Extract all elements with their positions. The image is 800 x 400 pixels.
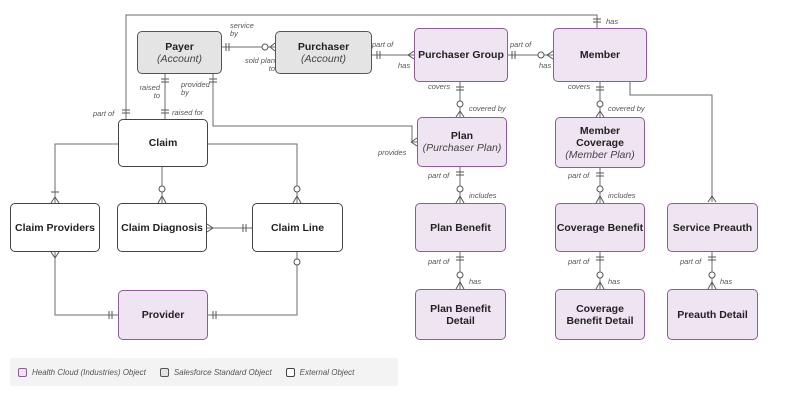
member-entity[interactable]: Member [553, 28, 647, 82]
plan-entity[interactable]: Plan (Purchaser Plan) [417, 117, 507, 167]
preauth-detail-label: Preauth Detail [677, 308, 748, 321]
member-coverage-sub: (Member Plan) [565, 148, 635, 161]
rel-coverage-part-of: part of [568, 171, 590, 180]
purchaser-label: Purchaser [297, 40, 350, 53]
rel-group-part-of: part of [510, 40, 532, 49]
rel-raised-to: raised to [139, 83, 160, 100]
coverage-benefit-detail-label: Coverage Benefit Detail [566, 302, 634, 327]
service-preauth-entity[interactable]: Service Preauth [667, 203, 758, 252]
claim-entity[interactable]: Claim [118, 119, 208, 167]
preauth-detail-entity[interactable]: Preauth Detail [667, 289, 758, 340]
rel-purchaser-group-has: has [398, 61, 411, 70]
salesforce-standard-swatch [159, 367, 169, 377]
rel-covers-plan: covers [428, 82, 451, 91]
rel-covered-by-member: covered by [608, 104, 645, 113]
service-preauth-label: Service Preauth [672, 221, 753, 234]
plan-benefit-entity[interactable]: Plan Benefit [415, 203, 506, 252]
claim-diagnosis-entity[interactable]: Claim Diagnosis [117, 203, 207, 252]
payer-sub: (Account) [157, 52, 202, 65]
legend-external-label: External Object [299, 367, 355, 377]
rel-plan-part-of: part of [428, 171, 450, 180]
purchaser-sub: (Account) [301, 52, 346, 65]
rel-cov-benefit-has: has [608, 277, 621, 286]
purchaser-entity[interactable]: Purchaser (Account) [275, 31, 372, 74]
coverage-benefit-label: Coverage Benefit [556, 221, 644, 234]
claim-providers-label: Claim Providers [15, 221, 95, 234]
provider-entity[interactable]: Provider [118, 290, 208, 340]
rel-preauth-has: has [720, 277, 733, 286]
rel-covered-by-plan: covered by [469, 104, 506, 113]
plan-label: Plan [450, 130, 474, 142]
claim-providers-entity[interactable]: Claim Providers [10, 203, 100, 252]
claim-line-label: Claim Line [270, 221, 325, 234]
rel-raised-for: raised for [172, 108, 204, 117]
legend-item-health-cloud: Health Cloud (Industries) Object [18, 367, 146, 377]
legend-health-cloud-label: Health Cloud (Industries) Object [32, 367, 146, 377]
rel-claim-part-of: part of [93, 109, 115, 118]
rel-preauth-part-of: part of [680, 257, 702, 266]
member-coverage-entity[interactable]: Member Coverage (Member Plan) [555, 117, 645, 168]
rel-provided-by: provided by [181, 80, 210, 97]
purchaser-group-entity[interactable]: Purchaser Group [414, 28, 508, 82]
claim-line-entity[interactable]: Claim Line [252, 203, 343, 252]
rel-benefit-has: has [469, 277, 482, 286]
plan-benefit-detail-label: Plan Benefit Detail [430, 302, 491, 327]
claim-label: Claim [148, 137, 178, 149]
rel-cov-benefit-part-of: part of [568, 257, 590, 266]
purchaser-group-label: Purchaser Group [418, 49, 504, 61]
legend-item-salesforce-standard: Salesforce Standard Object [159, 367, 272, 377]
member-label: Member [579, 49, 621, 61]
payer-entity[interactable]: Payer (Account) [137, 31, 222, 74]
rel-plan-includes: includes [469, 191, 497, 200]
rel-member-has-group: has [539, 61, 552, 70]
external-swatch [285, 367, 295, 377]
coverage-benefit-entity[interactable]: Coverage Benefit [555, 203, 645, 252]
health-cloud-swatch [18, 367, 27, 377]
rel-benefit-part-of: part of [428, 257, 450, 266]
payer-label: Payer [165, 40, 194, 53]
legend: Health Cloud (Industries) Object Salesfo… [10, 358, 398, 386]
rel-covers-member: covers [568, 82, 591, 91]
rel-member-has-top: has [606, 17, 619, 26]
coverage-benefit-detail-entity[interactable]: Coverage Benefit Detail [555, 289, 645, 340]
provider-label: Provider [141, 309, 185, 321]
legend-salesforce-standard-label: Salesforce Standard Object [173, 367, 272, 377]
rel-purchaser-part-of: part of [372, 40, 394, 49]
claim-diagnosis-label: Claim Diagnosis [121, 221, 203, 234]
rel-provides: provides [378, 148, 407, 157]
legend-item-external: External Object [285, 367, 355, 377]
rel-coverage-includes: includes [608, 191, 636, 200]
plan-benefit-label: Plan Benefit [430, 221, 491, 234]
plan-benefit-detail-entity[interactable]: Plan Benefit Detail [415, 289, 506, 340]
plan-sub: (Purchaser Plan) [422, 142, 502, 154]
rel-sold-plan-to: sold plan to [244, 56, 275, 73]
rel-service-by: service by [230, 21, 254, 38]
member-coverage-label: Member Coverage [576, 124, 624, 149]
